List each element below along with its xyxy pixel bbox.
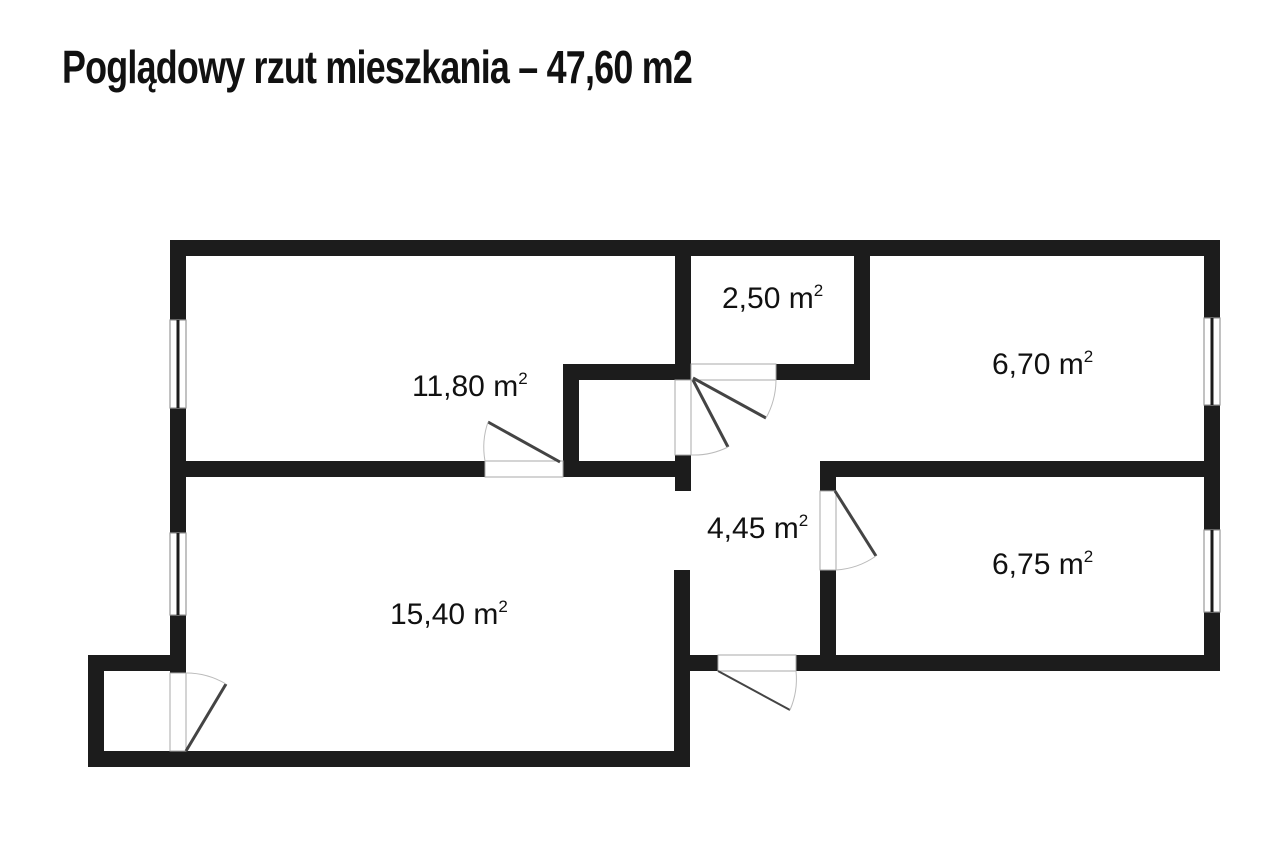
room-label-2-50: 2,50 m2 xyxy=(722,281,823,315)
room-label-15-40: 15,40 m2 xyxy=(390,597,508,631)
doors xyxy=(169,363,878,752)
room-label-6-70: 6,70 m2 xyxy=(992,347,1093,381)
room-label-4-45: 4,45 m2 xyxy=(707,511,808,545)
room-labels: 11,80 m2 2,50 m2 6,70 m2 4,45 m2 6,75 m2… xyxy=(390,281,1093,631)
page-title: Poglądowy rzut mieszkania – 47,60 m2 xyxy=(62,41,693,93)
room-label-11-80: 11,80 m2 xyxy=(412,369,528,403)
room-label-6-75: 6,75 m2 xyxy=(992,547,1093,581)
walls xyxy=(88,240,1220,767)
windows xyxy=(169,317,1221,616)
